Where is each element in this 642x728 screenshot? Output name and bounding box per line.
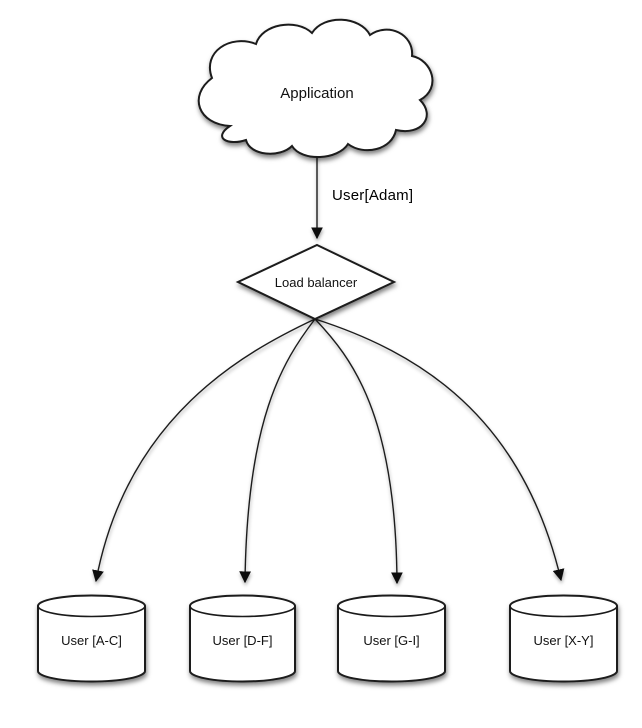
edge-lb-to-user-x-y	[314, 318, 565, 582]
edges	[92, 151, 565, 585]
db-node-user-x-y: User [X-Y]	[509, 594, 618, 683]
edge-label-user-adam: User[Adam]	[332, 187, 413, 204]
db-label-user-d-f: User [D-F]	[213, 633, 273, 648]
db-cylinder-rim	[509, 605, 618, 618]
db-cylinder-shape	[189, 594, 296, 683]
edge-lb-to-user-d-f	[239, 318, 316, 584]
edge-lb-to-user-g-i	[314, 318, 403, 585]
db-label-user-a-c: User [A-C]	[61, 633, 122, 648]
db-cylinder-rim	[37, 605, 146, 618]
load-balancer-label: Load balancer	[275, 275, 358, 290]
load-balancer-diamond-shape	[235, 243, 397, 321]
cloud-shape	[197, 18, 434, 159]
edge-lb-to-user-a-c	[92, 318, 316, 583]
db-cylinder-rim	[337, 605, 446, 618]
application-cloud-node: Application	[197, 18, 434, 159]
application-cloud-label: Application	[280, 85, 353, 102]
db-label-user-x-y: User [X-Y]	[534, 633, 594, 648]
db-cylinder-shape	[509, 594, 618, 683]
load-balancer-node: Load balancer	[235, 243, 397, 321]
db-cylinder-rim	[189, 605, 296, 618]
db-node-user-d-f: User [D-F]	[189, 594, 296, 683]
db-cylinder-shape	[37, 594, 146, 683]
db-label-user-g-i: User [G-I]	[363, 633, 419, 648]
db-cylinder-shape	[337, 594, 446, 683]
db-node-user-g-i: User [G-I]	[337, 594, 446, 683]
db-node-user-a-c: User [A-C]	[37, 594, 146, 683]
